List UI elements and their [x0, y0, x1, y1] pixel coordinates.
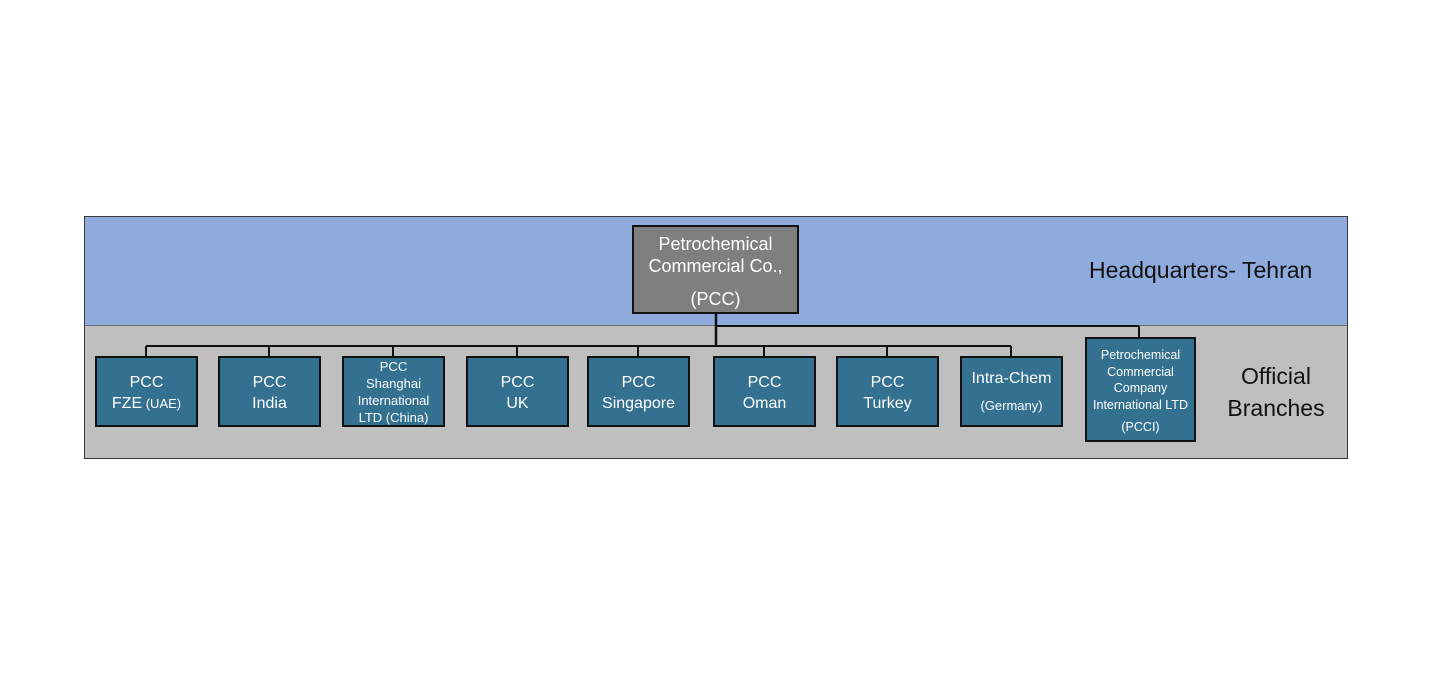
node-branch-line3: International — [357, 393, 430, 408]
node-branch-line1: PCC — [379, 359, 408, 374]
node-headquarters-pcc: Petrochemical Commercial Co., (PCC) — [632, 225, 799, 314]
node-branch-line4: International LTD — [1093, 397, 1188, 412]
node-branch-line1: PCC — [500, 374, 535, 391]
node-branch-line2: India — [252, 395, 287, 412]
node-headquarters-line3: (PCC) — [690, 289, 741, 309]
node-branch-pcc-fze: PCC FZE (UAE) — [95, 356, 198, 427]
node-branch-line2: Shanghai — [366, 376, 421, 391]
node-branch-line2-main: FZE — [111, 395, 143, 412]
node-branch-line2: Commercial — [1107, 364, 1174, 379]
node-branch-line1: PCC — [621, 374, 656, 391]
node-branch-pcc-singapore: PCC Singapore — [587, 356, 690, 427]
official-branches-label-line2: Branches — [1227, 395, 1325, 421]
node-branch-pcc-uk: PCC UK — [466, 356, 569, 427]
node-branch-pcci: Petrochemical Commercial Company Interna… — [1085, 337, 1196, 442]
node-branch-line1: PCC — [870, 374, 905, 391]
node-branch-intra-chem: Intra-Chem (Germany) — [960, 356, 1063, 427]
node-branch-line2: UK — [506, 395, 529, 412]
node-branch-line3: Company — [1113, 381, 1168, 395]
node-branch-line1: PCC — [747, 374, 782, 391]
node-branch-line1: PCC — [129, 374, 164, 391]
node-branch-pcc-shanghai: PCC Shanghai International LTD (China) — [342, 356, 445, 427]
node-branch-pcc-turkey: PCC Turkey — [836, 356, 939, 427]
node-headquarters-line2: Commercial Co., — [648, 256, 783, 276]
node-branch-pcc-india: PCC India — [218, 356, 321, 427]
node-headquarters-line1: Petrochemical — [658, 234, 773, 254]
node-branch-line5: (PCCI) — [1121, 420, 1160, 434]
node-branch-line2: (Germany) — [980, 398, 1043, 413]
node-branch-pcc-oman: PCC Oman — [713, 356, 816, 427]
official-branches-label: Official Branches — [1212, 360, 1340, 424]
official-branches-label-line1: Official — [1241, 363, 1311, 389]
node-branch-line2: Singapore — [602, 395, 675, 412]
node-branch-line2-suffix: (UAE) — [142, 396, 182, 411]
node-branch-line2: Turkey — [863, 395, 912, 412]
node-branch-line2: FZE (UAE) — [97, 393, 196, 414]
node-branch-line1: Intra-Chem — [971, 370, 1052, 387]
node-branch-line2: Oman — [742, 395, 787, 412]
node-branch-line1: PCC — [252, 374, 287, 391]
headquarters-label: Headquarters- Tehran — [1089, 257, 1313, 283]
node-branch-line4: LTD (China) — [358, 410, 429, 425]
node-branch-line1: Petrochemical — [1100, 348, 1181, 362]
